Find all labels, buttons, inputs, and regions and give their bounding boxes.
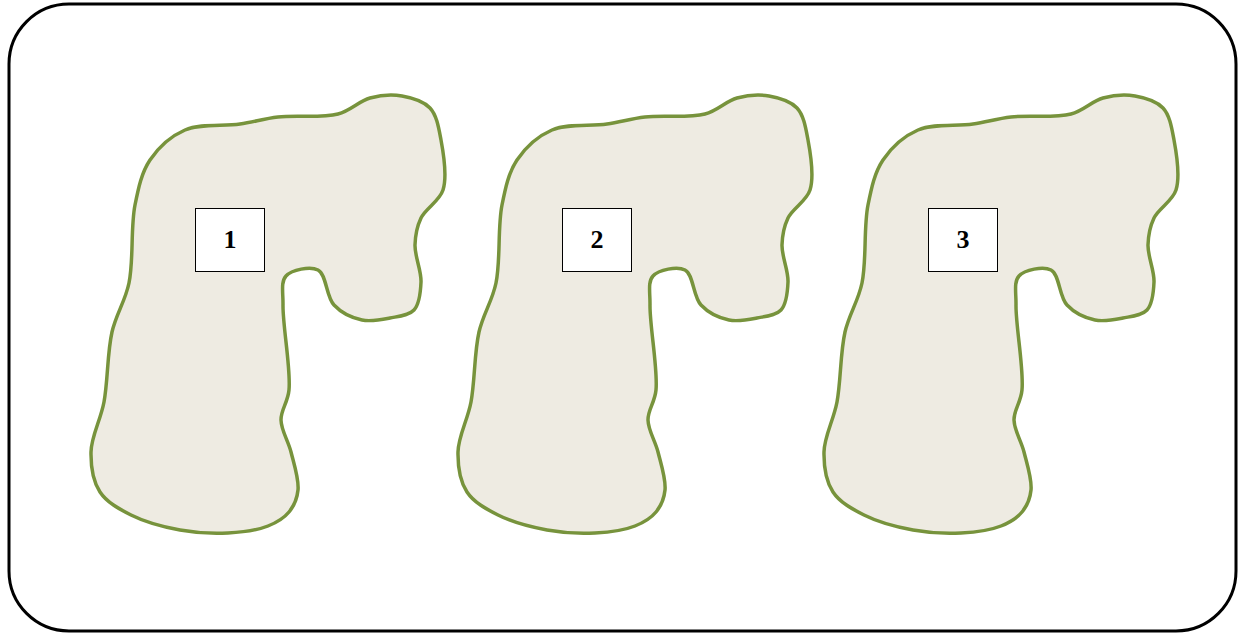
callout-number: 3 [957, 227, 970, 253]
blob-group [91, 95, 1178, 533]
callout-number: 1 [224, 227, 237, 253]
frame [9, 4, 1236, 631]
callout-box: 3 [928, 208, 998, 272]
blob-shape [91, 95, 445, 533]
callout-box: 1 [195, 208, 265, 272]
callout-number: 2 [591, 227, 604, 253]
blob-shape [824, 95, 1178, 533]
blob-shape [458, 95, 812, 533]
callout-box: 2 [562, 208, 632, 272]
